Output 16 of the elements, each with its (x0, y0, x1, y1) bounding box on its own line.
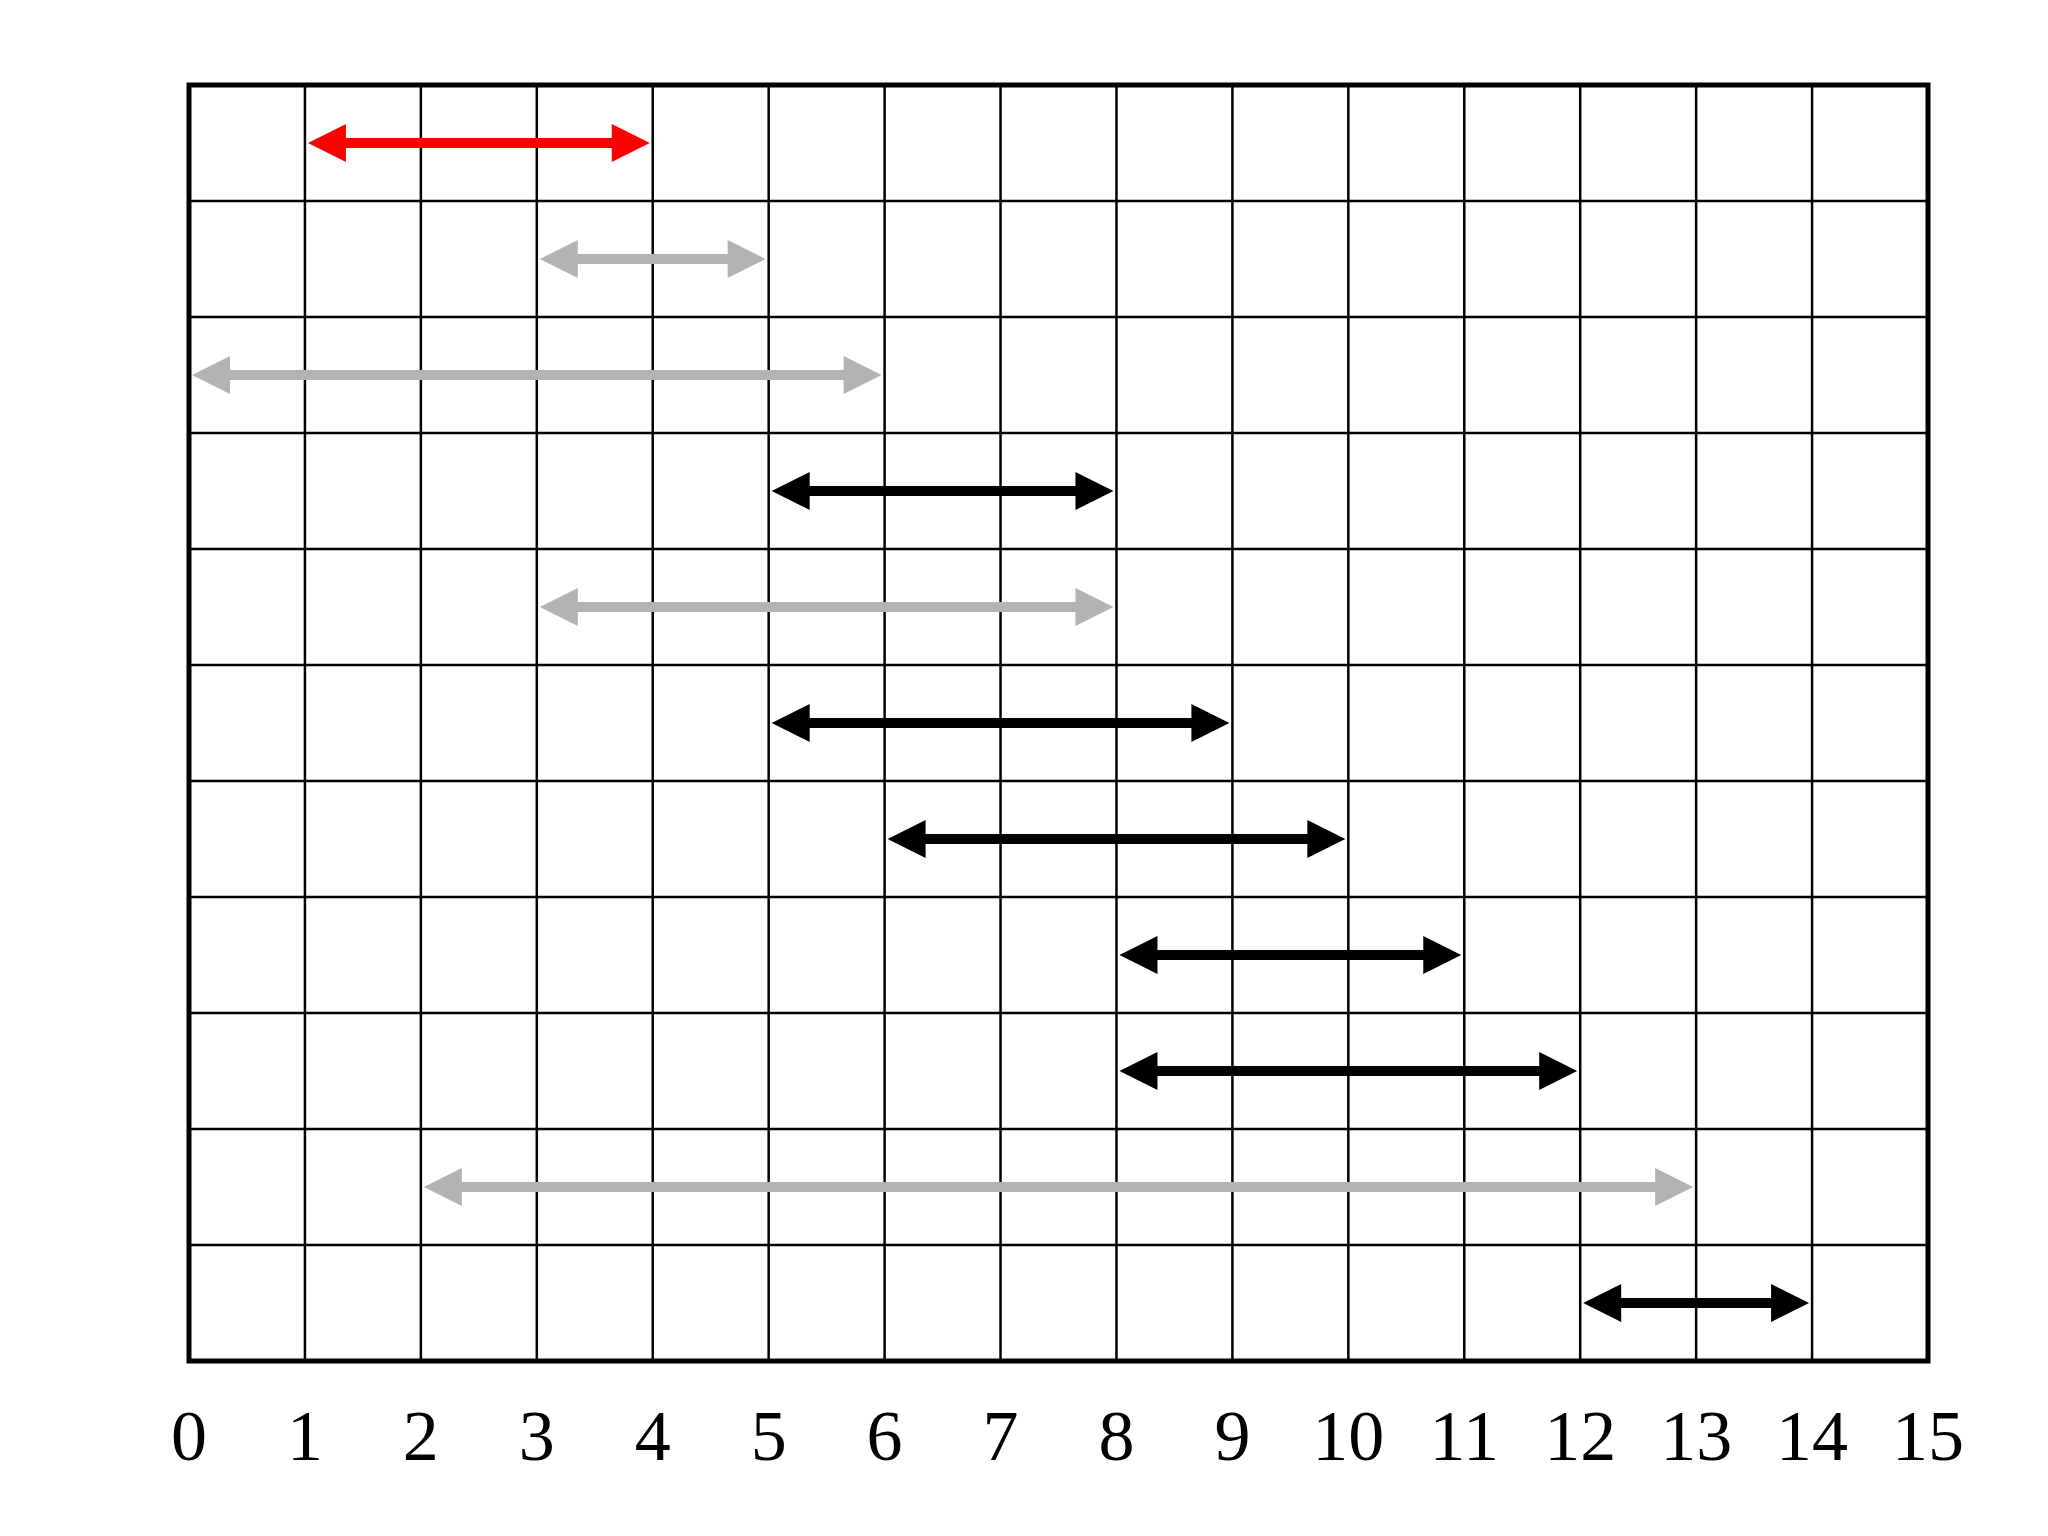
axis-tick-label: 1 (286, 1400, 323, 1472)
axis-tick-label: 3 (518, 1400, 555, 1472)
axis-tick-label: 9 (1214, 1400, 1251, 1472)
axis-tick-label: 0 (171, 1400, 207, 1472)
axis-tick-label: 6 (866, 1400, 903, 1472)
axis-tick-label: 2 (402, 1400, 439, 1472)
axis-tick-label: 4 (634, 1400, 671, 1472)
axis-tick-label: 5 (750, 1400, 787, 1472)
axis-tick-label: 10 (1312, 1400, 1385, 1472)
axis-tick-label: 7 (982, 1400, 1019, 1472)
axis-tick-label: 8 (1098, 1400, 1135, 1472)
axis-tick-label: 15 (1892, 1400, 1964, 1472)
axis-tick-label: 12 (1544, 1400, 1617, 1472)
axis-tick-label: 11 (1429, 1400, 1499, 1472)
axis-tick-label: 14 (1776, 1400, 1849, 1472)
axis-tick-label: 13 (1660, 1400, 1733, 1472)
